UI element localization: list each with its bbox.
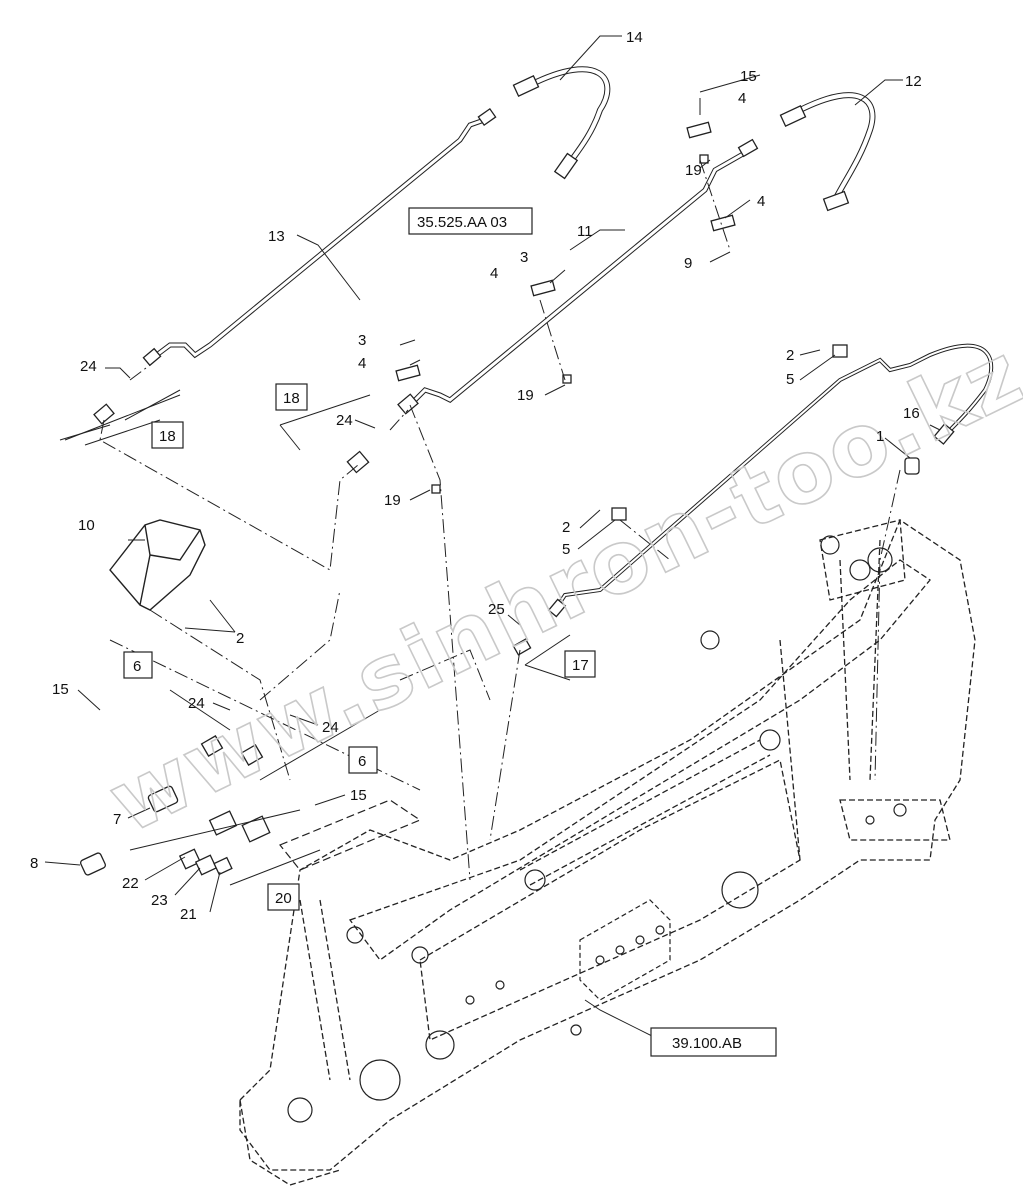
- ref-box-18-left[interactable]: [151, 421, 184, 449]
- callout-23: 23: [151, 892, 168, 909]
- ref-label-18-mid: 18: [283, 390, 300, 407]
- callout-16: 16: [903, 405, 920, 422]
- loose-fittings: [79, 121, 848, 876]
- callout-3-lower: 3: [358, 332, 366, 349]
- watermark: www.sinhron-too.kz: [94, 324, 1023, 853]
- callout-19-top: 19: [685, 162, 702, 179]
- callout-8: 8: [30, 855, 38, 872]
- callout-4-upper: 4: [490, 265, 498, 282]
- callout-7: 7: [113, 811, 121, 828]
- callout-22: 22: [122, 875, 139, 892]
- assembly-lines: [99, 159, 901, 881]
- ref-box-6-left[interactable]: [123, 651, 153, 679]
- callout-2-mid: 2: [562, 519, 570, 536]
- callout-19-mid: 19: [517, 387, 534, 404]
- ref-box-6-right[interactable]: [348, 746, 378, 774]
- ref-label-20: 20: [275, 890, 292, 907]
- callout-24-mid: 24: [336, 412, 353, 429]
- reference-box-labels: 35.525.AA 03 18 18 6 6 17 20 39.100.AB: [133, 214, 742, 1052]
- callout-9: 9: [684, 255, 692, 272]
- callout-15-left: 15: [52, 681, 69, 698]
- callout-13: 13: [268, 228, 285, 245]
- ref-box-39100[interactable]: [650, 1027, 777, 1057]
- callout-5-mid: 5: [562, 541, 570, 558]
- ref-box-35525[interactable]: [408, 207, 533, 235]
- callout-25: 25: [488, 601, 505, 618]
- callout-24-topleft: 24: [80, 358, 97, 375]
- ref-box-17[interactable]: [564, 650, 596, 678]
- callout-1: 1: [876, 428, 884, 445]
- ref-label-39100: 39.100.AB: [672, 1035, 742, 1052]
- hydraulic-tube-13: [148, 115, 491, 362]
- access-panel: [579, 899, 671, 1001]
- callout-3-upper: 3: [520, 249, 528, 266]
- ref-box-20[interactable]: [267, 883, 300, 911]
- ref-label-6-right: 6: [358, 753, 366, 770]
- loader-arm-frame: [239, 519, 976, 1186]
- tube-fittings: [142, 75, 955, 618]
- reference-boxes: [123, 207, 777, 1057]
- callout-4-top: 4: [738, 90, 746, 107]
- callout-15-top: 15: [740, 68, 757, 85]
- leader-lines: [44, 35, 941, 1041]
- callout-5-right: 5: [786, 371, 794, 388]
- callout-4-mid: 4: [757, 193, 765, 210]
- dashed-bracket-box: [279, 799, 422, 871]
- callout-2-right: 2: [786, 347, 794, 364]
- callout-11: 11: [577, 223, 593, 240]
- hydraulic-tube-11: [408, 147, 752, 407]
- callout-labels: 14 12 15 4 19 4 9 13 11 3 4 3 4 19 24 24…: [30, 29, 922, 923]
- callout-19-low: 19: [384, 492, 401, 509]
- ref-label-6-left: 6: [133, 658, 141, 675]
- callout-24-right: 24: [322, 719, 339, 736]
- ref-label-35525: 35.525.AA 03: [417, 214, 507, 231]
- ref-label-17: 17: [572, 657, 589, 674]
- ref-box-18-mid[interactable]: [275, 383, 308, 411]
- callout-14: 14: [626, 29, 643, 46]
- callout-2-shield: 2: [236, 630, 244, 647]
- callout-24-left: 24: [188, 695, 205, 712]
- ref-label-18-left: 18: [159, 428, 176, 445]
- callout-15-low: 15: [350, 787, 367, 804]
- callout-12: 12: [905, 73, 922, 90]
- callout-21: 21: [180, 906, 197, 923]
- frame-holes: [287, 535, 907, 1123]
- callout-4-lower: 4: [358, 355, 366, 372]
- shield-part-10: [109, 519, 206, 611]
- callout-10: 10: [78, 517, 95, 534]
